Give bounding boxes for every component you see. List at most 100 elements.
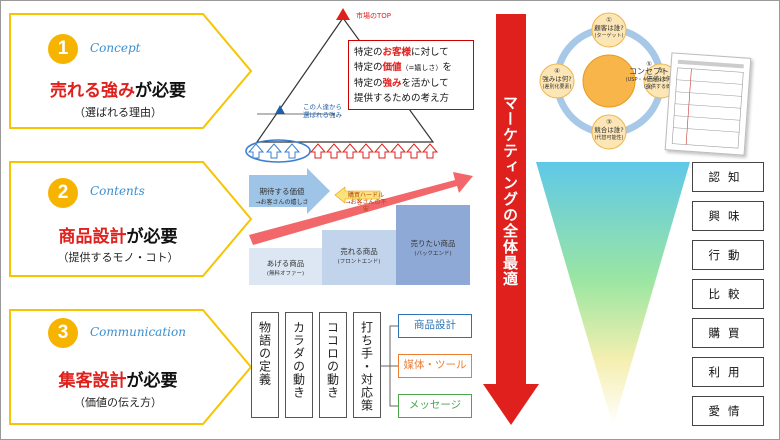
- explain-line: 特定のお客様に対して: [354, 47, 449, 58]
- niche-label-line: この人達から: [303, 103, 342, 111]
- concept-explanation-box: 特定のお客様に対して 特定の価値（=嬉しさ）を 特定の強みを活かして 提供するた…: [348, 40, 474, 110]
- node-sub: (ターゲット): [594, 33, 624, 39]
- tactics-box: 打ち手・対応策: [353, 312, 381, 418]
- card-note: （提供するモノ・コト）: [57, 251, 179, 264]
- card-title: 商品設計が必要: [8, 222, 228, 247]
- node-2: [643, 63, 675, 99]
- red-arrows-group: [309, 143, 439, 159]
- worksheet-thumbnail: [664, 52, 752, 156]
- step-name: あげる商品: [266, 259, 305, 268]
- stage-loyalty: 愛情: [692, 396, 764, 426]
- card-title-rest: が必要: [126, 371, 178, 391]
- node-num: ④: [554, 67, 560, 75]
- stage-action: 行動: [692, 240, 764, 270]
- card-title: 集客設計が必要: [8, 366, 228, 391]
- node-title: 競合は誰?: [594, 126, 624, 134]
- card-number-badge: 2: [48, 178, 78, 208]
- mind-movement-box: ココロの動き: [319, 312, 347, 418]
- value-arrow-label-line: →お客さんの嬉しさ: [255, 199, 309, 206]
- node-num: ③: [606, 118, 612, 126]
- card-english-label: Communication: [90, 325, 186, 339]
- step-1: [249, 248, 322, 285]
- node-3: [591, 114, 627, 150]
- node-1: [591, 12, 627, 48]
- hurdle-arrow-label-line: →お客さんの不安: [345, 199, 387, 213]
- card-title-emphasis: 売れる強み: [50, 81, 135, 101]
- card-concept: 1 Concept 売れる強みが必要 （選ばれる理由）: [8, 12, 253, 130]
- market-top-label: 市場のTOP: [356, 12, 392, 20]
- product-staircase-diagram: [249, 168, 473, 285]
- body-movement-box: カラダの動き: [285, 312, 313, 418]
- top-marker-icon: [336, 8, 350, 20]
- step-sub: (フロントエンド): [337, 259, 381, 265]
- node-1-label: ① 顧客は誰? (ターゲット): [589, 16, 629, 40]
- big-red-down-arrow: [483, 14, 539, 425]
- value-arrow-label-line: 期待する価値: [259, 187, 305, 196]
- hurdle-arrow-label: 購買ハードル →お客さんの不安: [344, 192, 388, 213]
- target-ellipse: [245, 139, 311, 163]
- media-tools-target-box: 媒体・ツール: [398, 354, 472, 378]
- center-num: ⑤: [646, 60, 652, 68]
- step-sub: (バックエンド): [414, 251, 452, 257]
- node-4: [539, 63, 575, 99]
- node-3-label: ③ 競合は誰? (代替可能性): [589, 118, 629, 142]
- stage-purchase: 購買: [692, 318, 764, 348]
- story-definition-box: 物語の定義: [251, 312, 279, 418]
- value-arrow: [249, 168, 330, 214]
- value-arrow-label: 期待する価値 →お客さんの嬉しさ: [252, 186, 312, 206]
- niche-marker-icon: [275, 105, 285, 114]
- step-3-label: 売りたい商品 (バックエンド): [396, 238, 470, 257]
- card-number-badge: 1: [48, 34, 78, 64]
- stage-compare: 比較: [692, 279, 764, 309]
- card-title-rest: が必要: [135, 81, 186, 101]
- center-node: [582, 54, 636, 108]
- card-title-rest: が必要: [126, 227, 178, 247]
- center-node-label: ⑤ コンセプト (USP・キーメッセージ): [624, 60, 674, 92]
- stage-use: 利用: [692, 357, 764, 387]
- product-design-target-box: 商品設計: [398, 314, 472, 338]
- card-note: （価値の伝え方）: [74, 396, 162, 409]
- step-name: 売れる商品: [340, 247, 378, 256]
- node-title: 強みは何?: [542, 75, 572, 83]
- node-4-label: ④ 強みは何? (差別化要素): [537, 67, 577, 91]
- stage-awareness: 認知: [692, 162, 764, 192]
- niche-label-line: 選ばれる強み: [303, 111, 342, 119]
- customer-funnel: [536, 162, 690, 426]
- stage-interest: 興味: [692, 201, 764, 231]
- hurdle-arrow-label-line: 購買ハードル: [347, 192, 384, 199]
- worksheet-lines-icon: [671, 59, 744, 149]
- node-sub: (差別化要素): [542, 84, 572, 90]
- explain-line: 特定の価値（=嬉しさ）を: [354, 62, 452, 73]
- hurdle-arrow: [334, 186, 381, 204]
- node-num: ②: [658, 67, 664, 75]
- step-3: [396, 205, 470, 285]
- card-title-emphasis: 集客設計: [58, 371, 127, 391]
- growth-arrow: [249, 172, 473, 245]
- card-title-emphasis: 商品設計: [58, 227, 127, 247]
- node-title: 顧客は誰?: [594, 24, 624, 32]
- card-english-label: Concept: [90, 41, 141, 55]
- center-sub: (USP・キーメッセージ): [625, 77, 673, 91]
- node-2-label: ② 価値は何? (提供する価値): [641, 67, 681, 91]
- node-sub: (提供する価値): [644, 84, 678, 90]
- step-2: [322, 230, 396, 285]
- message-target-box: メッセージ: [398, 394, 472, 418]
- step-name: 売りたい商品: [410, 239, 456, 248]
- center-title: コンセプト: [629, 67, 669, 76]
- card-number-badge: 3: [48, 318, 78, 348]
- branch-connector: [380, 325, 398, 407]
- node-sub: (代替可能性): [594, 135, 624, 141]
- market-triangle-diagram: [245, 8, 439, 163]
- step-2-label: 売れる商品 (フロントエンド): [322, 246, 396, 265]
- marketing-optimization-label: マーケティングの全体最適: [501, 95, 519, 287]
- card-english-label: Contents: [90, 184, 145, 198]
- node-title: 価値は何?: [646, 75, 676, 83]
- step-sub: (無料オファー): [266, 271, 305, 277]
- explain-line: 特定の強みを活かして: [354, 78, 449, 89]
- explain-line: 提供するための考え方: [354, 93, 450, 104]
- card-communication: 3 Communication 集客設計が必要 （価値の伝え方）: [8, 308, 253, 426]
- step-1-label: あげる商品 (無料オファー): [249, 258, 322, 277]
- card-note: （選ばれる理由）: [74, 106, 162, 119]
- concept-cycle-diagram: [539, 12, 675, 150]
- niche-label: この人達から 選ばれる強み: [303, 103, 342, 119]
